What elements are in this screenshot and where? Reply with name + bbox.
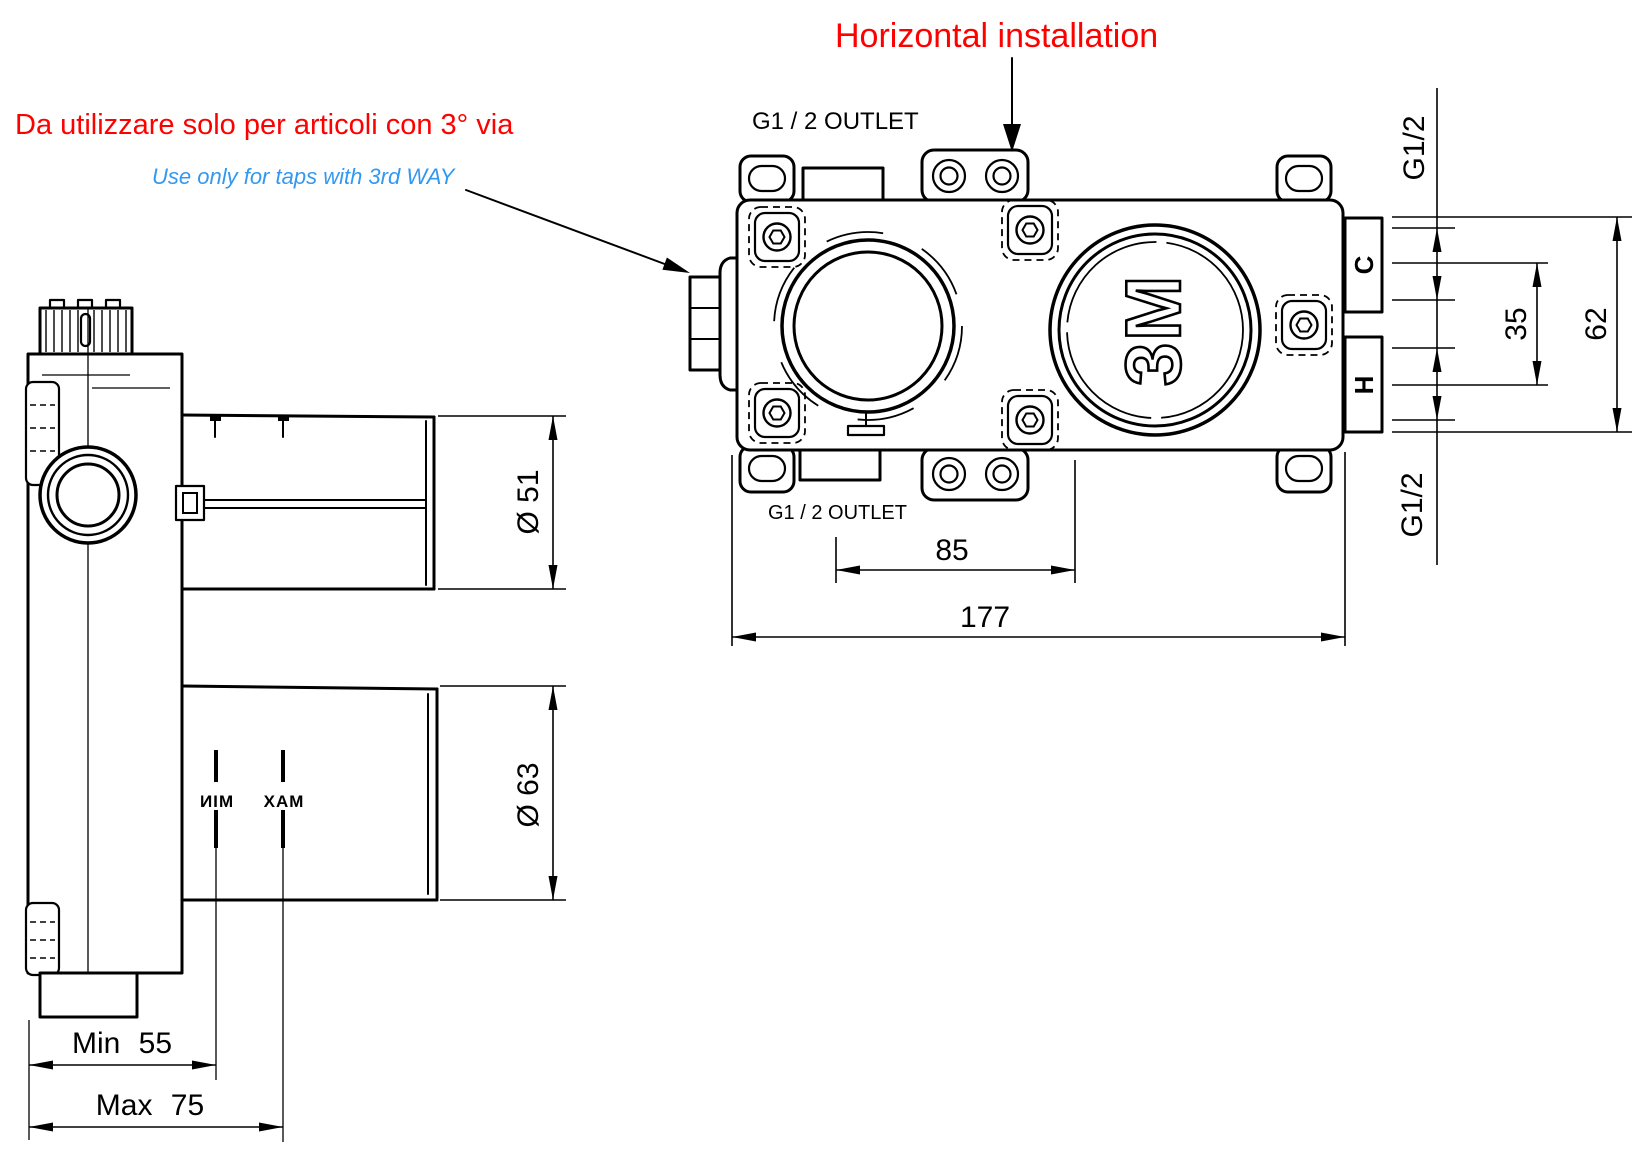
right-opening-circle: 3M (1048, 223, 1262, 437)
dim-62-label: 62 (1580, 307, 1613, 340)
dim-dia63-label: Ø 63 (512, 762, 545, 827)
mounting-bracket-bottom (920, 446, 1030, 502)
mounting-foot (38, 971, 139, 1019)
dim-min55-label: Min 55 (72, 1027, 172, 1060)
dim-g12-top-label: G1/2 (1398, 115, 1431, 180)
cold-port-block: C (1343, 216, 1384, 314)
dim-177-label: 177 (960, 601, 1010, 634)
hot-port-block: H (1343, 335, 1384, 434)
dim-right-ports: G1/2 G1/2 35 62 (1392, 88, 1632, 565)
side-clip-bottom (24, 901, 61, 977)
note-italian: Da utilizzare solo per articoli con 3° v… (15, 109, 514, 141)
side-inlet-circles (38, 445, 138, 545)
mounting-bracket-top (920, 148, 1030, 204)
mounting-tab-bottom-left (738, 444, 796, 494)
dim-outlet-spacing: 85 (835, 460, 1076, 583)
dim-lower-diameter: Ø 63 (440, 685, 566, 901)
note-arrow-head (662, 257, 690, 273)
logo-3m: 3M (1109, 274, 1197, 386)
marker-min: MIN (199, 792, 233, 811)
mounting-tab-bottom-right (1275, 444, 1333, 494)
screw-boss-top-middle (1000, 198, 1060, 262)
hot-port-label: H (1349, 376, 1379, 395)
top-view-drawing: 3M C H G1 / 2 OUTLET G1 / 2 OUTLET 85 (688, 88, 1632, 646)
dim-85-label: 85 (935, 534, 968, 567)
outlet-label-top: G1 / 2 OUTLET (752, 108, 919, 135)
cartridge-cap (38, 298, 134, 356)
dim-35-label: 35 (1500, 307, 1533, 340)
dim-g12-bottom-label: G1/2 (1396, 472, 1429, 537)
third-way-hex-fitting (688, 256, 742, 392)
title-horizontal-installation: Horizontal installation (835, 17, 1158, 55)
screw-boss-top-left (747, 205, 807, 269)
cold-port-label: C (1349, 255, 1379, 274)
left-opening-circle (773, 231, 963, 437)
dim-dia51-label: Ø 51 (512, 469, 545, 534)
mounting-tab-top-right (1275, 154, 1333, 204)
annotations: Horizontal installation Da utilizzare so… (15, 17, 1158, 273)
title-arrow-head (1003, 124, 1021, 152)
dim-upper-diameter: Ø 51 (438, 415, 566, 590)
screw-boss-right (1274, 293, 1334, 357)
drain-mark-bar (846, 424, 886, 437)
dim-max75-label: Max 75 (96, 1089, 204, 1122)
note-english: Use only for taps with 3rd WAY (152, 164, 456, 189)
screw-boss-bottom-left (747, 381, 807, 445)
outlet-label-bottom: G1 / 2 OUTLET (768, 502, 907, 524)
dim-overall-width: 177 (731, 452, 1346, 646)
screw-boss-bottom-middle (1000, 388, 1060, 452)
upper-cylinder (174, 413, 436, 591)
dim-depth-min-max: Min 55 Max 75 (28, 848, 284, 1142)
outlet-stub-bottom (798, 444, 882, 482)
side-view-drawing: MIN MAX Ø 51 Ø 63 (24, 298, 566, 1142)
lower-cylinder: MIN MAX (180, 684, 439, 902)
marker-max: MAX (263, 792, 304, 811)
note-arrow-line (465, 189, 671, 267)
mounting-tab-top-left (738, 154, 796, 204)
